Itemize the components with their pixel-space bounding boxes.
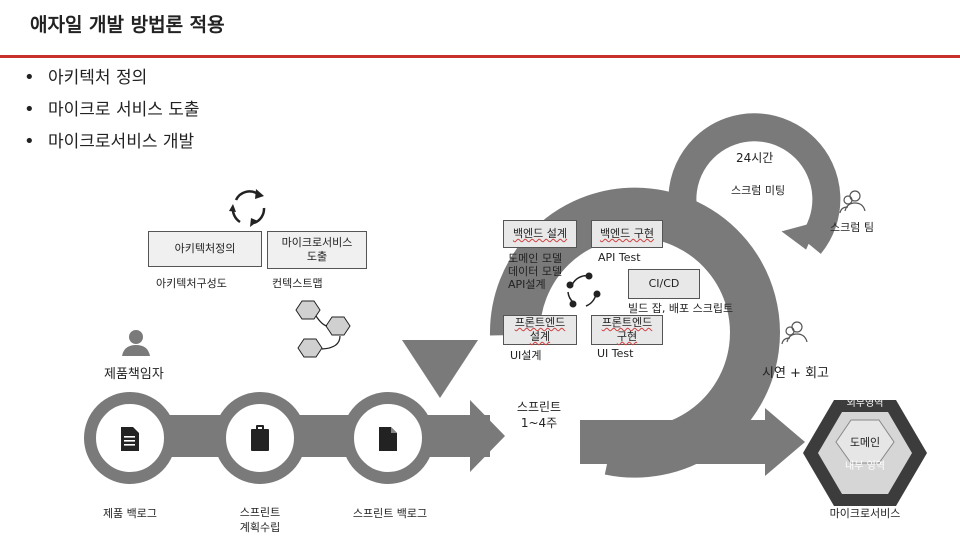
label-line: 1~4주 bbox=[520, 416, 558, 430]
product-backlog-label: 제품 백로그 bbox=[102, 507, 158, 520]
scrum-meeting-label: 스크럼 미팅 bbox=[731, 184, 786, 197]
product-owner-label: 제품책임자 bbox=[104, 367, 164, 382]
clipboard-icon bbox=[251, 425, 269, 451]
note-line: 도메인 모델 bbox=[508, 252, 563, 265]
label-line: 계획수립 bbox=[239, 521, 281, 534]
sprint-loop-arrowhead bbox=[402, 340, 478, 398]
frontend-design-box: 프론트엔드 설계 bbox=[503, 315, 577, 345]
daily-loop-arc bbox=[668, 113, 841, 254]
bullet-item: 아키텍처 정의 bbox=[22, 62, 200, 94]
review-team-icon bbox=[781, 321, 808, 345]
product-owner-icon bbox=[122, 330, 150, 356]
box-text: 설계 bbox=[529, 330, 551, 343]
daily-hours-label: 24시간 bbox=[736, 151, 774, 165]
cicd-box: CI/CD bbox=[628, 269, 700, 299]
output-band bbox=[580, 420, 770, 464]
inner-area-label: 내부 영역 bbox=[845, 461, 885, 472]
box-line: 마이크로서비스 bbox=[281, 236, 353, 249]
microservice-derivation-box: 마이크로서비스 도출 bbox=[267, 231, 367, 269]
label-line: 스프린트 bbox=[516, 400, 562, 414]
note-line: 데이터 모델 bbox=[508, 265, 563, 278]
box-text: 프론트엔드 bbox=[601, 316, 653, 329]
title-divider bbox=[0, 55, 960, 58]
backend-design-notes: 도메인 모델 데이터 모델 API설계 bbox=[508, 252, 562, 291]
context-map-icon bbox=[295, 300, 351, 358]
box-text: 백엔드 구현 bbox=[599, 227, 655, 240]
bullet-item: 마이크로서비스 개발 bbox=[22, 126, 200, 158]
label-line: 스프린트 bbox=[239, 506, 281, 519]
architecture-diagram-label: 아키텍처구성도 bbox=[156, 277, 227, 290]
document-icon bbox=[379, 427, 397, 451]
scrum-team-icon bbox=[839, 190, 866, 214]
backend-impl-box: 백엔드 구현 bbox=[591, 220, 663, 248]
bullet-list: 아키텍처 정의 마이크로 서비스 도출 마이크로서비스 개발 bbox=[22, 62, 200, 158]
build-deploy-label: 빌드 잡, 배포 스크립트 bbox=[628, 302, 734, 315]
ui-design-label: UI설계 bbox=[510, 349, 542, 362]
scrum-team-label: 스크럼 팀 bbox=[830, 221, 874, 234]
document-list-icon bbox=[121, 427, 139, 451]
architecture-definition-box: 아키텍처정의 bbox=[148, 231, 262, 267]
sprint-planning-label: 스프린트 계획수립 bbox=[220, 505, 300, 535]
daily-loop-arrowhead bbox=[781, 221, 819, 250]
demo-retrospective-label: 시연 + 회고 bbox=[762, 366, 829, 381]
box-text: 프론트엔드 bbox=[514, 316, 566, 329]
flow-arrowhead bbox=[470, 400, 505, 472]
outer-area-label: 외부영역 bbox=[846, 398, 884, 409]
box-text: 구현 bbox=[616, 330, 638, 343]
domain-label: 도메인 bbox=[849, 436, 881, 449]
output-arrowhead bbox=[765, 408, 805, 476]
sprint-duration-label: 스프린트 1~4주 bbox=[500, 399, 578, 431]
page-title: 애자일 개발 방법론 적용 bbox=[30, 14, 225, 36]
backend-design-box: 백엔드 설계 bbox=[503, 220, 577, 248]
microservice-inner-hexagon bbox=[835, 419, 895, 464]
ui-test-label: UI Test bbox=[597, 347, 634, 360]
context-map-label: 컨텍스트맵 bbox=[272, 277, 323, 290]
microservice-caption: 마이크로서비스 bbox=[829, 507, 901, 520]
sprint-backlog-label: 스프린트 백로그 bbox=[352, 507, 428, 520]
frontend-impl-box: 프론트엔드 구현 bbox=[591, 315, 663, 345]
bullet-item: 마이크로 서비스 도출 bbox=[22, 94, 200, 126]
box-text: 백엔드 설계 bbox=[512, 227, 568, 240]
note-line: API설계 bbox=[508, 278, 546, 291]
box-line: 도출 bbox=[306, 250, 328, 263]
api-test-label: API Test bbox=[598, 251, 641, 264]
